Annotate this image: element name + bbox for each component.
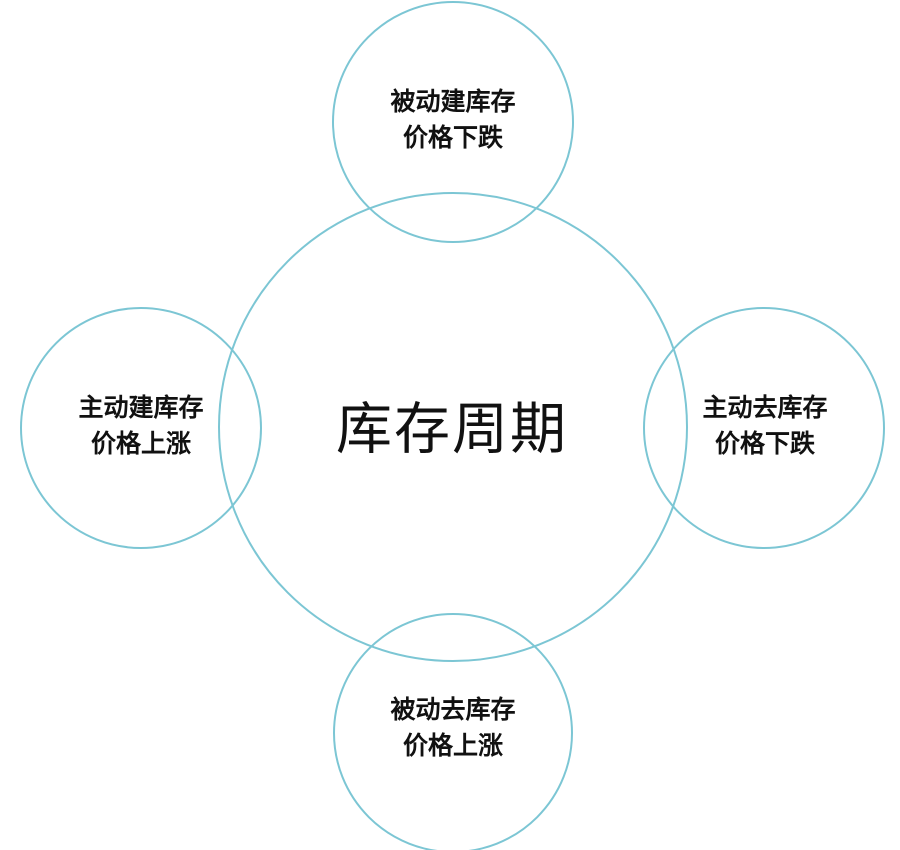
bottom-phase-circle — [333, 613, 573, 850]
bottom-phase-label: 被动去库存 价格上涨 — [390, 692, 515, 764]
top-phase-line1: 被动建库存 — [390, 87, 516, 116]
bottom-phase-line2: 价格上涨 — [402, 731, 504, 760]
right-phase-line1: 主动去库存 — [702, 393, 828, 422]
left-phase-circle — [20, 307, 262, 549]
top-phase-circle — [332, 1, 574, 243]
bottom-phase-line1: 被动去库存 — [390, 695, 516, 724]
center-circle — [218, 192, 688, 662]
left-phase-label: 主动建库存 价格上涨 — [78, 390, 203, 462]
right-phase-line2: 价格下跌 — [714, 429, 816, 458]
top-phase-line2: 价格下跌 — [402, 123, 504, 152]
right-phase-circle — [643, 307, 885, 549]
left-phase-line2: 价格上涨 — [90, 429, 192, 458]
top-phase-label: 被动建库存 价格下跌 — [390, 84, 515, 156]
left-phase-line1: 主动建库存 — [78, 393, 204, 422]
center-title: 库存周期 — [336, 397, 568, 463]
right-phase-label: 主动去库存 价格下跌 — [702, 390, 827, 462]
